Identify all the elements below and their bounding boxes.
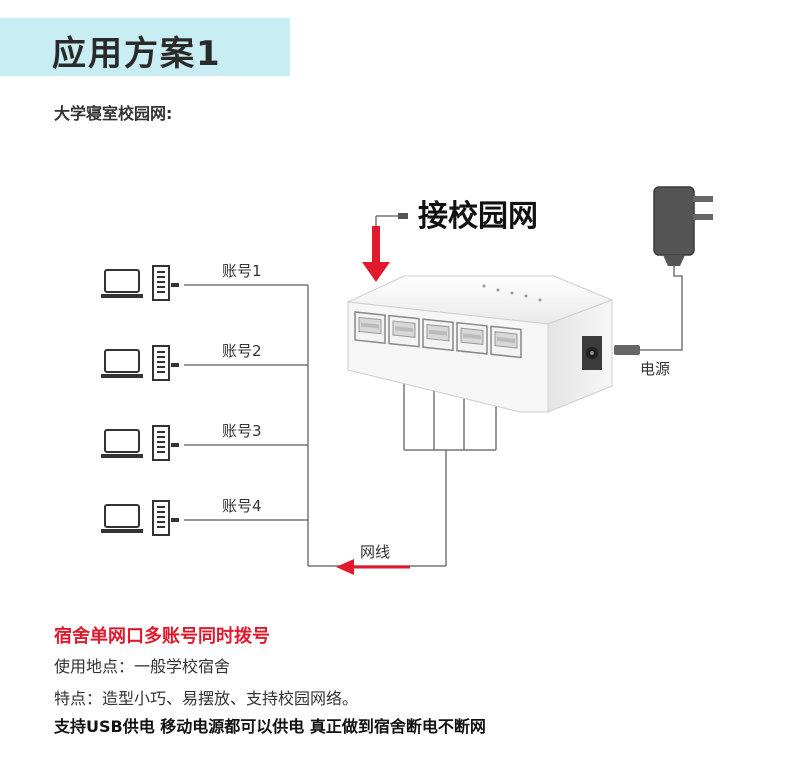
uplink-arrow: [362, 226, 390, 282]
computer-2: [100, 345, 180, 381]
feature-headline: 宿舍单网口多账号同时拨号: [54, 626, 270, 647]
cable-arrow: [336, 559, 410, 575]
feature-list: 特点：造型小巧、易摆放、支持校园网络。: [54, 689, 359, 708]
computer-4: [100, 500, 180, 536]
page-title: 应用方案1: [52, 34, 222, 74]
power-plug: [614, 345, 640, 355]
cable-label: 网线: [360, 543, 390, 561]
power-label: 电源: [640, 360, 670, 378]
account-label-1: 账号1: [222, 262, 262, 280]
uplink-label: 接校园网: [418, 199, 538, 234]
network-switch: [346, 275, 614, 413]
usage-location: 使用地点：一般学校宿舍: [54, 657, 231, 676]
account-label-3: 账号3: [222, 422, 262, 440]
account-wiring: [184, 284, 497, 567]
scenario-subtitle: 大学寝室校园网:: [54, 104, 173, 123]
power-cable: [640, 266, 683, 351]
uplink-connector: [375, 213, 408, 226]
computer-3: [100, 425, 180, 461]
computer-1: [100, 265, 180, 301]
title-banner: [0, 18, 290, 76]
account-label-4: 账号4: [222, 497, 262, 515]
power-adapter: [653, 186, 713, 266]
usb-power-note: 支持USB供电 移动电源都可以供电 真正做到宿舍断电不断网: [54, 717, 486, 736]
account-label-2: 账号2: [222, 342, 262, 360]
